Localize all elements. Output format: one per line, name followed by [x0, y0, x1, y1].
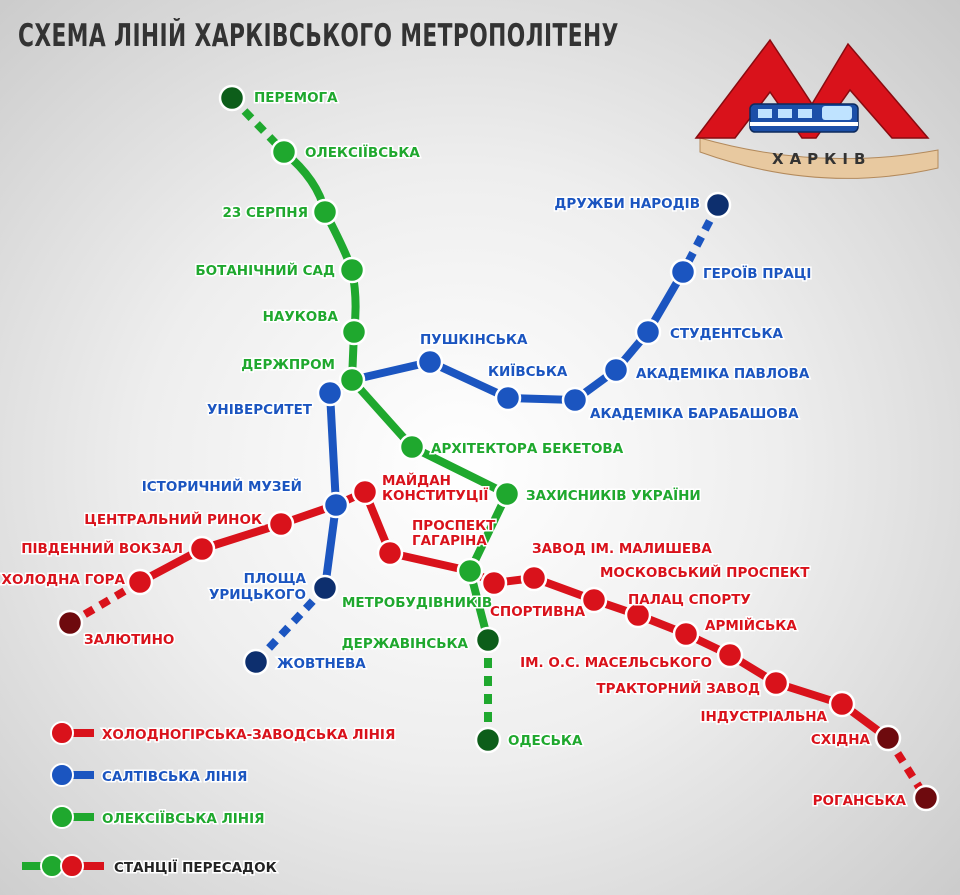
- station-kholodna-hora[interactable]: [126, 568, 154, 596]
- map-title: СХЕМА ЛІНІЙ ХАРКІВСЬКОГО МЕТРОПОЛІТЕНУ: [18, 18, 619, 54]
- label-ploshcha-2: УРИЦЬКОГО: [209, 587, 306, 603]
- station-studentska[interactable]: [634, 318, 662, 346]
- station-istorychnyi-muzei[interactable]: [322, 491, 350, 519]
- label-palats-sportu: ПАЛАЦ СПОРТУ: [628, 592, 751, 608]
- label-kyivska: КИЇВСЬКА: [488, 363, 568, 380]
- label-haharina-2: ГАГАРІНА: [412, 533, 487, 549]
- metro-logo: [694, 38, 939, 179]
- station-sportyvna[interactable]: [480, 569, 508, 597]
- label-botanichnyi-sad: БОТАНІЧНИЙ САД: [195, 262, 335, 279]
- label-rohanska: РОГАНСЬКА: [813, 793, 907, 809]
- station-maselskoho[interactable]: [716, 641, 744, 669]
- station-23-serpnia[interactable]: [311, 198, 339, 226]
- station-ploshcha-urytskoho[interactable]: [311, 574, 339, 602]
- legend-transfer-swatch: [22, 854, 104, 878]
- station-skhidna[interactable]: [874, 724, 902, 752]
- red-extension-west: [67, 578, 143, 627]
- station-odeska[interactable]: [474, 726, 502, 754]
- station-tsentralnyi-rynok[interactable]: [267, 510, 295, 538]
- station-druzhby-narodiv[interactable]: [704, 191, 732, 219]
- red-line: [136, 488, 892, 742]
- station-zavod-malysheva[interactable]: [520, 564, 548, 592]
- station-arkhitektora-beketova[interactable]: [398, 433, 426, 461]
- station-universytet[interactable]: [316, 379, 344, 407]
- label-kholodna-hora: ХОЛОДНА ГОРА: [2, 572, 126, 588]
- station-heroiv-pratsi[interactable]: [669, 258, 697, 286]
- station-industrialna[interactable]: [828, 690, 856, 718]
- logo-city-text: ХАРКІВ: [772, 150, 872, 168]
- label-pivdennyi-vokzal: ПІВДЕННИЙ ВОКЗАЛ: [21, 540, 183, 557]
- label-metrobudivnykiv: МЕТРОБУДІВНИКІВ: [342, 595, 492, 611]
- label-universytet: УНІВЕРСИТЕТ: [207, 402, 313, 418]
- station-pivdennyi-vokzal[interactable]: [188, 535, 216, 563]
- legend-blue-label: САЛТІВСЬКА ЛІНІЯ: [102, 769, 247, 785]
- station-zaliutyno[interactable]: [56, 609, 84, 637]
- station-maidan-konstytutsii[interactable]: [351, 478, 379, 506]
- station-moskovskyi-prospekt[interactable]: [580, 586, 608, 614]
- label-industrialna: ІНДУСТРІАЛЬНА: [701, 709, 828, 725]
- station-traktornyi-zavod[interactable]: [762, 669, 790, 697]
- station-botanichnyi-sad[interactable]: [338, 256, 366, 284]
- label-odeska: ОДЕСЬКА: [508, 733, 583, 749]
- label-arkhitektora-beketova: АРХІТЕКТОРА БЕКЕТОВА: [431, 441, 624, 457]
- label-traktornyi-zavod: ТРАКТОРНИЙ ЗАВОД: [596, 680, 760, 697]
- station-metrobudivnykiv[interactable]: [456, 557, 484, 585]
- station-zakhysnykiv-ukrainy[interactable]: [493, 480, 521, 508]
- station-palats-sportu[interactable]: [624, 601, 652, 629]
- label-armiiska: АРМІЙСЬКА: [705, 617, 797, 634]
- label-zaliutyno: ЗАЛЮТИНО: [84, 632, 174, 648]
- legend-blue-swatch: [50, 763, 94, 787]
- label-derzhprom: ДЕРЖПРОМ: [241, 357, 335, 373]
- label-akademika-pavlova: АКАДЕМІКА ПАВЛОВА: [636, 366, 810, 382]
- label-peremoha: ПЕРЕМОГА: [254, 90, 338, 106]
- station-peremoha[interactable]: [218, 84, 246, 112]
- label-zhovtneva: ЖОВТНЕВА: [277, 656, 366, 672]
- station-zhovtneva[interactable]: [242, 648, 270, 676]
- label-maidan-2: КОНСТИТУЦІЇ: [382, 487, 488, 504]
- station-oleksiivska[interactable]: [270, 138, 298, 166]
- label-derzhavinska: ДЕРЖАВІНСЬКА: [342, 636, 469, 652]
- label-sportyvna: СПОРТИВНА: [490, 604, 586, 620]
- legend-green-label: ОЛЕКСІЇВСЬКА ЛІНІЯ: [102, 810, 265, 827]
- station-naukova[interactable]: [340, 318, 368, 346]
- legend-red-swatch: [50, 721, 94, 745]
- station-akademika-pavlova[interactable]: [602, 356, 630, 384]
- label-heroiv-pratsi: ГЕРОЇВ ПРАЦІ: [703, 265, 811, 282]
- legend: ХОЛОДНОГІРСЬКА-ЗАВОДСЬКА ЛІНІЯ САЛТІВСЬК…: [22, 721, 397, 878]
- label-pushkinska: ПУШКІНСЬКА: [420, 332, 528, 348]
- station-pushkinska[interactable]: [416, 348, 444, 376]
- station-prospekt-haharina[interactable]: [376, 539, 404, 567]
- label-moskovskyi-prospekt: МОСКОВСЬКИЙ ПРОСПЕКТ: [600, 564, 810, 581]
- label-druzhby-narodiv: ДРУЖБИ НАРОДІВ: [554, 196, 700, 212]
- station-kyivska[interactable]: [494, 384, 522, 412]
- label-zavod-malysheva: ЗАВОД ІМ. МАЛИШЕВА: [532, 541, 712, 557]
- label-akademika-barabashova: АКАДЕМІКА БАРАБАШОВА: [590, 406, 799, 422]
- label-haharina-1: ПРОСПЕКТ: [412, 518, 496, 534]
- label-naukova: НАУКОВА: [263, 309, 339, 325]
- legend-red-label: ХОЛОДНОГІРСЬКА-ЗАВОДСЬКА ЛІНІЯ: [102, 727, 395, 743]
- station-rohanska[interactable]: [912, 784, 940, 812]
- station-derzhavinska[interactable]: [474, 626, 502, 654]
- legend-transfer-label: СТАНЦІЇ ПЕРЕСАДОК: [114, 859, 277, 876]
- legend-green-swatch: [50, 805, 94, 829]
- label-istorychnyi-muzei: ІСТОРИЧНИЙ МУЗЕЙ: [142, 478, 302, 495]
- label-oleksiivska: ОЛЕКСІЇВСЬКА: [305, 144, 420, 161]
- station-akademika-barabashova[interactable]: [561, 386, 589, 414]
- label-studentska: СТУДЕНТСЬКА: [670, 326, 784, 342]
- label-zakhysnykiv-ukrainy: ЗАХИСНИКІВ УКРАЇНИ: [526, 487, 701, 504]
- label-ploshcha-1: ПЛОЩА: [244, 571, 307, 587]
- blue-line: [321, 268, 687, 592]
- station-armiiska[interactable]: [672, 620, 700, 648]
- label-23-serpnia: 23 СЕРПНЯ: [222, 205, 308, 221]
- label-tsentralnyi-rynok: ЦЕНТРАЛЬНИЙ РИНОК: [84, 511, 262, 528]
- label-maidan-1: МАЙДАН: [382, 472, 451, 489]
- station-derzhprom[interactable]: [338, 366, 366, 394]
- label-maselskoho: ІМ. О.С. МАСЕЛЬСЬКОГО: [520, 655, 712, 671]
- label-skhidna: СХІДНА: [811, 732, 871, 748]
